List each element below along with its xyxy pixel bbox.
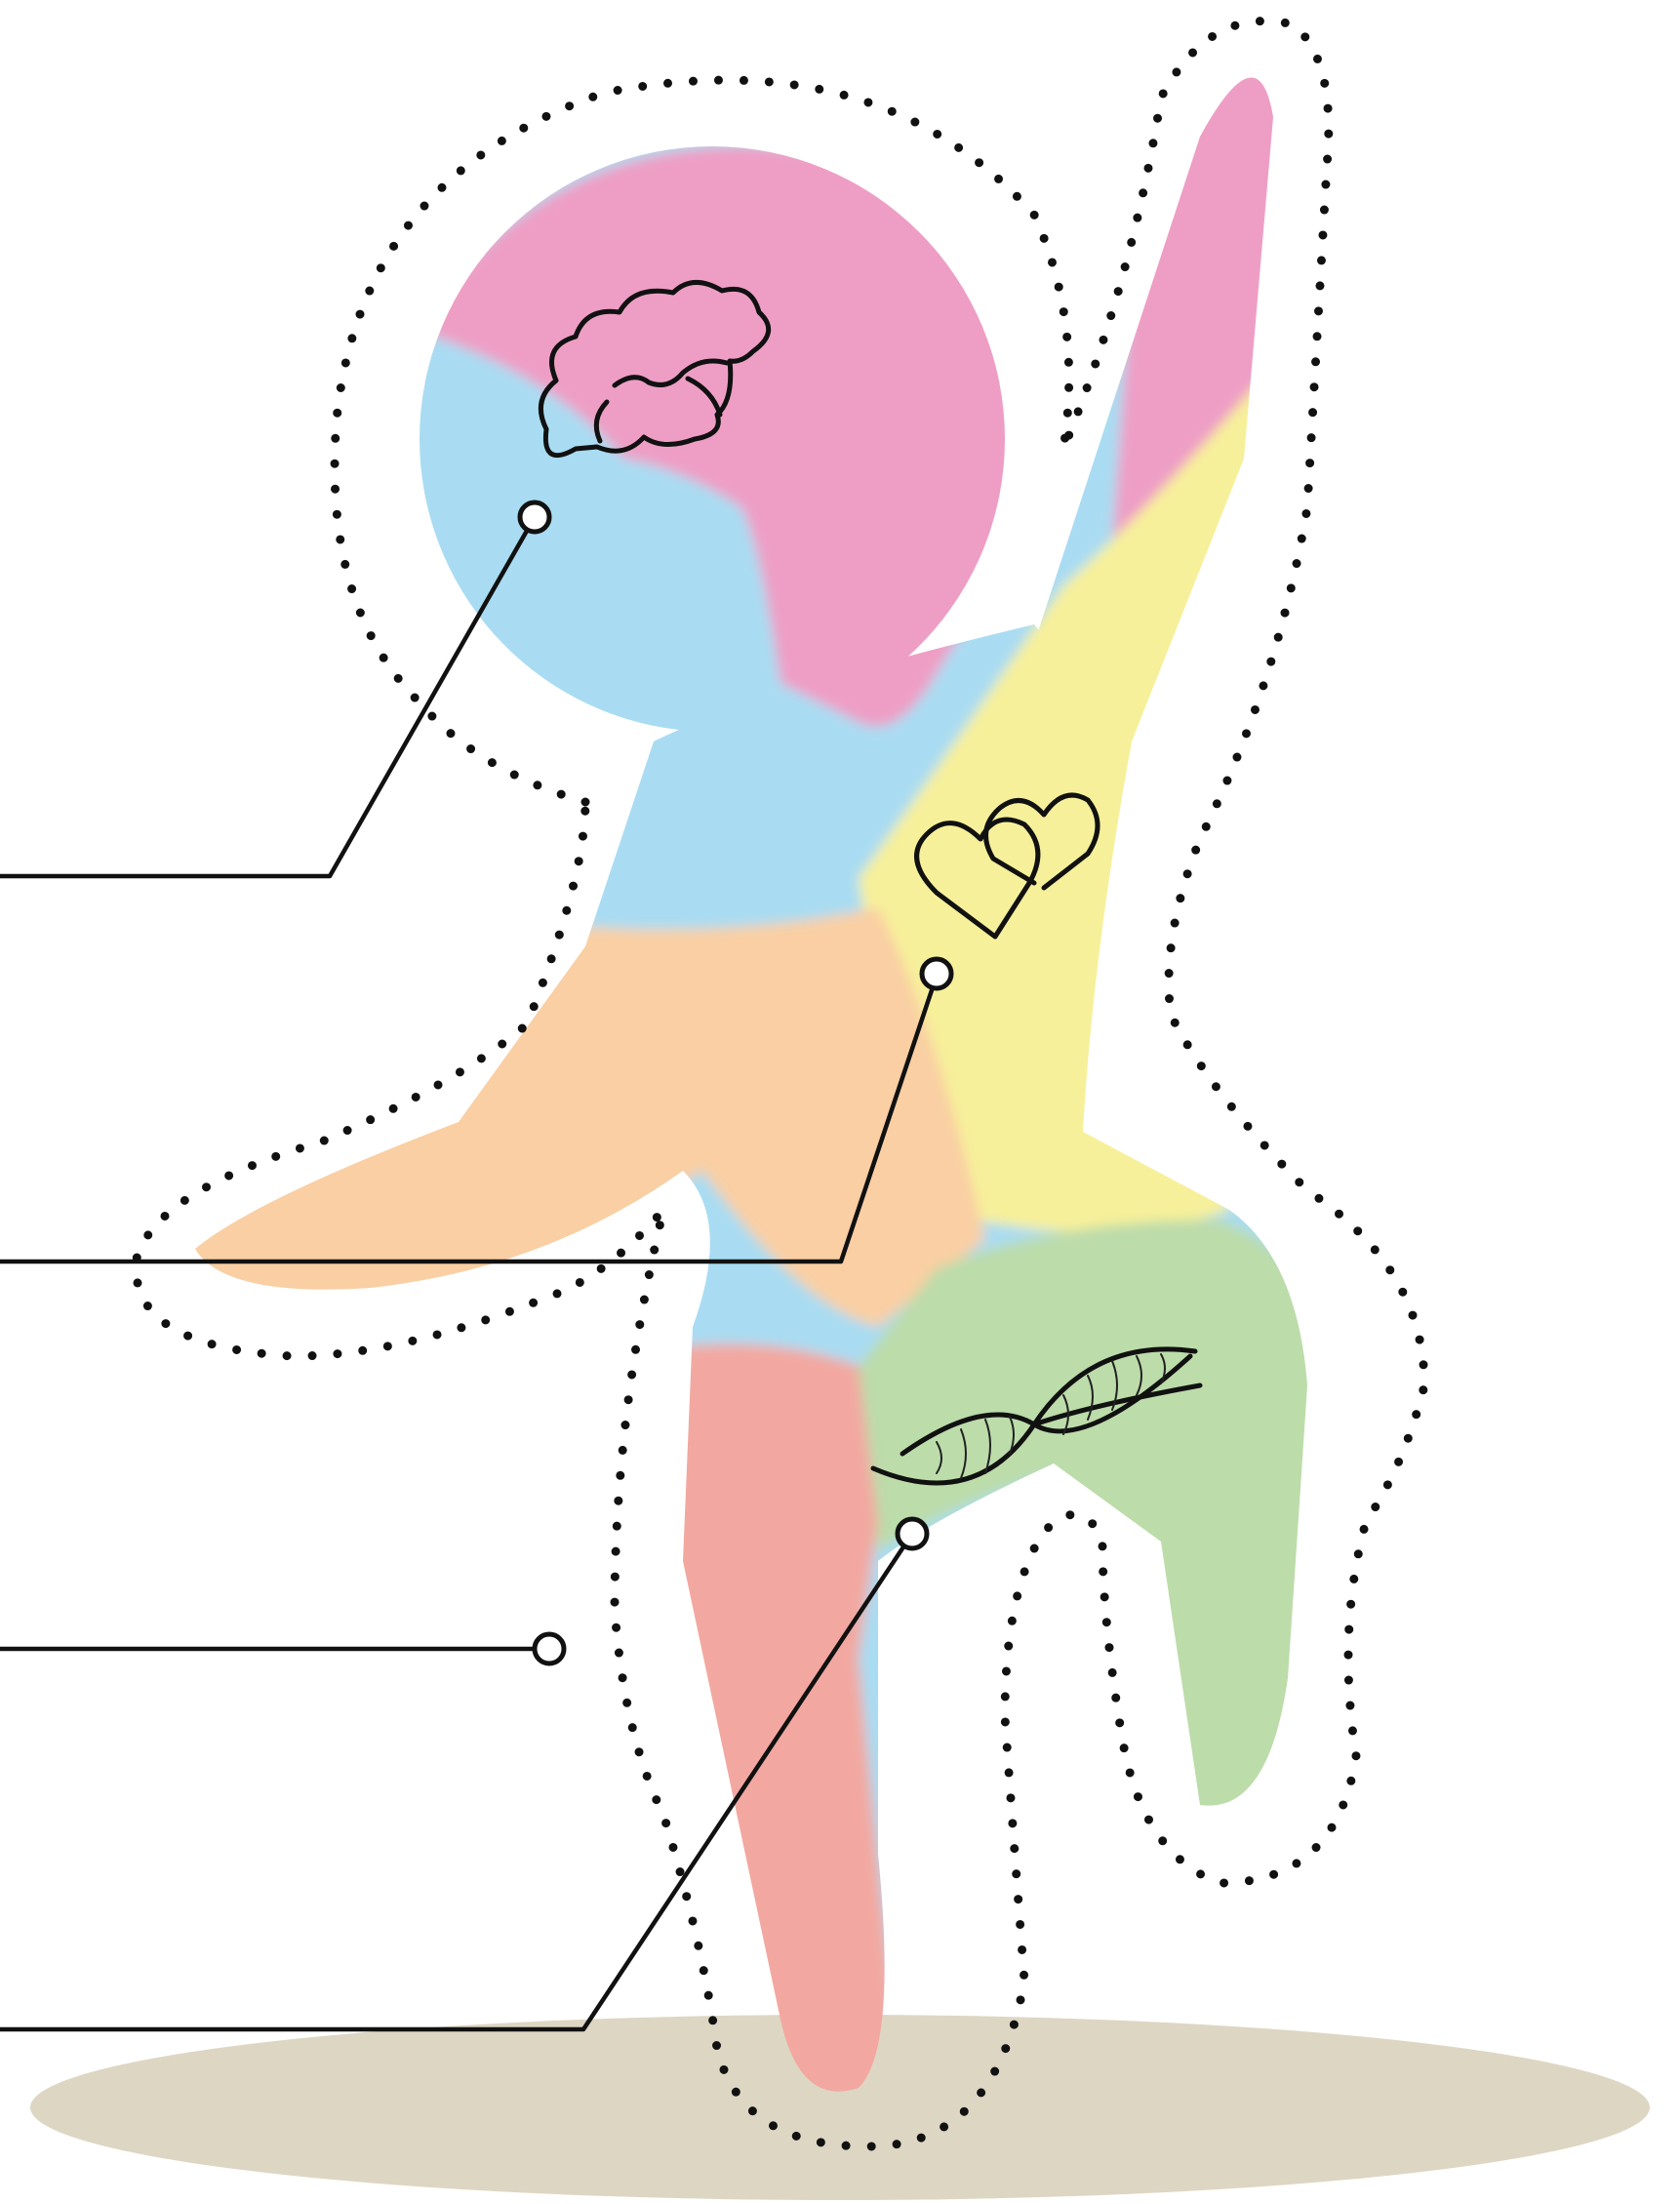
hearts-callout-node: [922, 959, 951, 988]
middle-callout-node: [535, 1634, 564, 1663]
brain-callout-node: [520, 502, 549, 532]
dna-callout-node: [898, 1519, 927, 1548]
